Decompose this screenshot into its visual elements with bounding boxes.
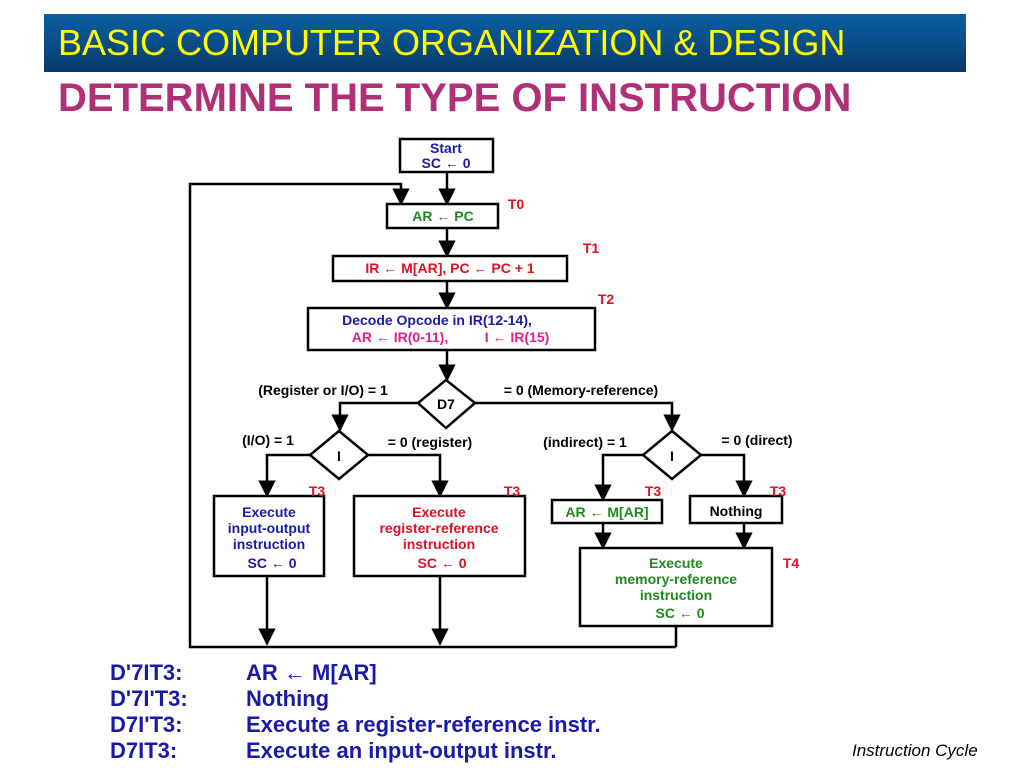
- label-io: (I/O) = 1: [242, 432, 294, 448]
- timing-t3-direct: T3: [770, 483, 787, 499]
- flow-boxes: [212, 137, 784, 628]
- legend-condition: D'7IT3:: [110, 660, 183, 685]
- decode-line2-ar: AR ← IR(0-11),: [352, 329, 448, 345]
- decode-line2-i: I ← IR(15): [485, 329, 550, 345]
- decode-box: [306, 306, 597, 352]
- label-reg-io: (Register or I/O) = 1: [258, 382, 388, 398]
- t1-box-text: IR ← M[AR], PC ← PC + 1: [365, 260, 534, 276]
- branch-indirect: [594, 453, 643, 502]
- exec-io-line3: instruction: [233, 536, 305, 552]
- exec-mem-line3: instruction: [640, 587, 712, 603]
- branch-register: [368, 453, 449, 498]
- nothing-box: [688, 494, 784, 525]
- timing-t4: T4: [783, 555, 800, 571]
- exec-io-line2: input-output: [228, 520, 311, 536]
- exec-mem-line2: memory-reference: [615, 571, 737, 587]
- label-mem-ref: = 0 (Memory-reference): [504, 382, 658, 398]
- exec-io-line1: Execute: [242, 504, 296, 520]
- legend-condition: D7I'T3:: [110, 712, 183, 737]
- exec-reg-line1: Execute: [412, 504, 466, 520]
- start-assign: SC ← 0: [421, 155, 470, 171]
- indirect-box-text: AR ← M[AR]: [565, 504, 648, 520]
- nothing-box-text: Nothing: [710, 503, 763, 519]
- page-title: BASIC COMPUTER ORGANIZATION & DESIGN: [58, 22, 846, 63]
- timing-t0: T0: [508, 196, 525, 212]
- slide-subtitle: DETERMINE THE TYPE OF INSTRUCTION: [58, 76, 852, 120]
- branch-direct: [701, 453, 753, 498]
- decision-i-right-text: I: [670, 448, 674, 464]
- exec-mem-line1: Execute: [649, 555, 703, 571]
- t0-box-text: AR ← PC: [412, 208, 473, 224]
- t1-box: [331, 254, 569, 283]
- decision-d7: [416, 378, 477, 430]
- legend-action: AR ← M[AR]: [246, 660, 377, 685]
- t0-box: [385, 202, 500, 230]
- timing-t2: T2: [598, 291, 615, 307]
- decision-i-left: [308, 429, 370, 481]
- exec-mem-box: [578, 546, 774, 628]
- exec-io-line4: SC ← 0: [247, 555, 296, 571]
- footer-caption: Instruction Cycle: [852, 741, 978, 760]
- indirect-box: [550, 498, 664, 525]
- branch-d7-left: [331, 401, 418, 432]
- timing-t3-indirect: T3: [645, 483, 662, 499]
- legend-action: Execute an input-output instr.: [246, 738, 557, 763]
- exec-io-box: [212, 494, 326, 578]
- timing-t3-io: T3: [309, 483, 326, 499]
- exec-reg-box: [352, 494, 527, 578]
- branch-io: [258, 453, 310, 498]
- legend-condition: D'7I'T3:: [110, 686, 188, 711]
- decision-i-right: [641, 429, 703, 481]
- loop-return: [188, 182, 676, 649]
- legend-action: Nothing: [246, 686, 330, 711]
- exec-reg-line3: instruction: [403, 536, 475, 552]
- branch-d7-right: [475, 401, 681, 432]
- timing-t1: T1: [583, 240, 600, 256]
- exec-reg-line2: register-reference: [379, 520, 498, 536]
- decode-line1: Decode Opcode in IR(12-14),: [342, 312, 532, 328]
- start-label: Start: [430, 140, 462, 156]
- timing-t3-reg: T3: [504, 483, 521, 499]
- exec-mem-line4: SC ← 0: [655, 605, 704, 621]
- flow-lines: [188, 172, 753, 649]
- exec-reg-line4: SC ← 0: [417, 555, 466, 571]
- start-box: [398, 137, 495, 174]
- decision-i-left-text: I: [337, 448, 341, 464]
- decision-d7-text: D7: [437, 396, 455, 412]
- label-indirect: (indirect) = 1: [543, 434, 627, 450]
- legend-action: Execute a register-reference instr.: [246, 712, 601, 737]
- label-direct: = 0 (direct): [721, 432, 792, 448]
- legend-condition: D7IT3:: [110, 738, 178, 763]
- label-register: = 0 (register): [388, 434, 472, 450]
- title-banner: BASIC COMPUTER ORGANIZATION & DESIGN: [44, 14, 966, 72]
